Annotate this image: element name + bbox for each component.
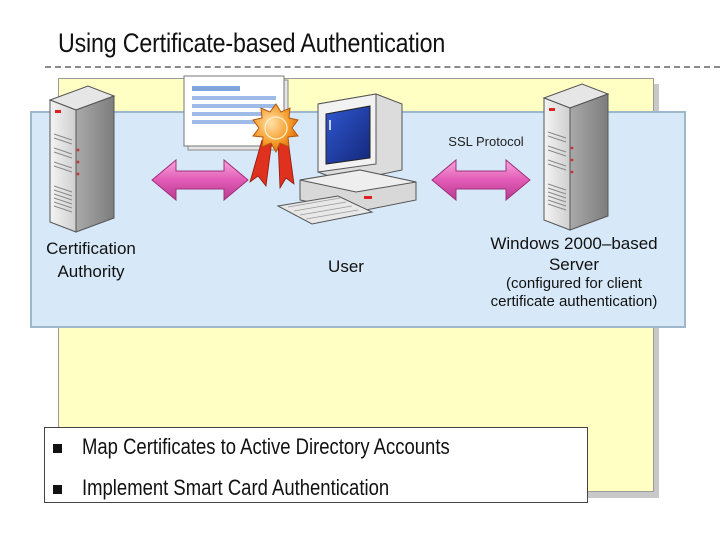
server-note: (configured for client certificate authe… xyxy=(462,275,686,311)
double-arrow-icon xyxy=(151,158,249,202)
title-divider xyxy=(45,66,720,68)
web-server-icon xyxy=(542,83,610,231)
ssl-protocol-label: SSL Protocol xyxy=(448,134,524,149)
certification-authority-label: Certification Authority xyxy=(20,237,162,283)
certificate-seal-icon xyxy=(249,103,299,190)
server-label: Windows 2000–based Server xyxy=(462,233,686,275)
bullet-text: Implement Smart Card Authentication xyxy=(82,475,390,500)
page-title: Using Certificate-based Authentication xyxy=(58,28,446,58)
server-label-text: Windows 2000–based Server xyxy=(490,234,658,274)
ca-server-icon xyxy=(48,85,116,233)
double-arrow-icon xyxy=(431,158,531,202)
bullet-square-icon xyxy=(53,485,62,494)
server-note-text: (configured for client certificate authe… xyxy=(490,275,658,310)
ca-label-text: Certification Authority xyxy=(46,239,136,281)
bullet-square-icon xyxy=(53,444,62,453)
user-computer-icon xyxy=(276,93,417,225)
bullet-text: Map Certificates to Active Directory Acc… xyxy=(82,434,450,459)
bullet-list: Map Certificates to Active Directory Acc… xyxy=(44,427,588,503)
user-label: User xyxy=(328,257,364,276)
